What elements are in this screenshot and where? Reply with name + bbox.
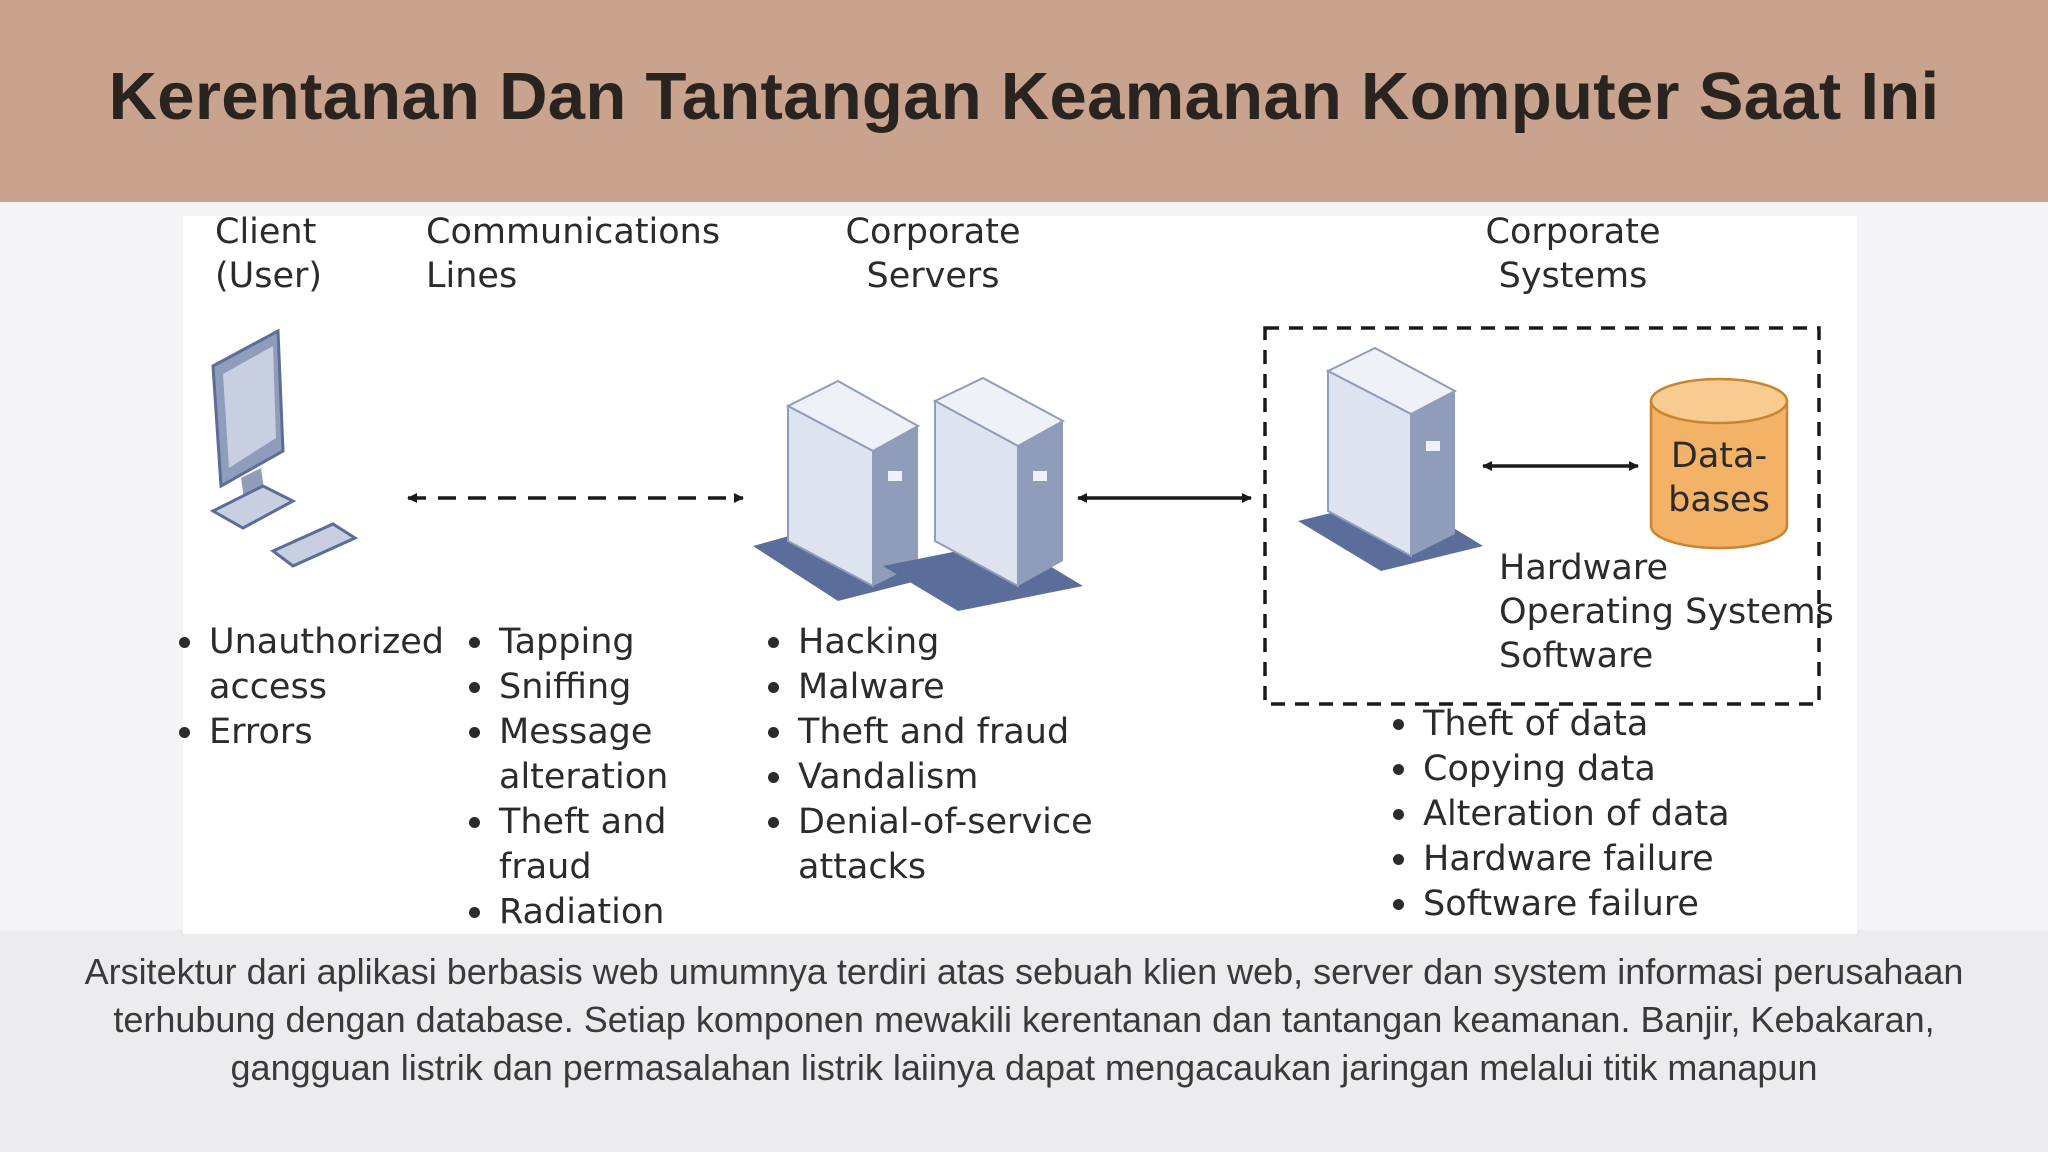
diagram-graphics bbox=[209, 326, 1821, 706]
list-item: Theft and fraud bbox=[768, 710, 1168, 755]
column-label-comm-sub: Lines bbox=[426, 256, 518, 296]
list-item: Vandalism bbox=[768, 755, 1168, 800]
architecture-diagram: Client (User) Communications Lines Corpo… bbox=[179, 212, 1857, 935]
list-item: Alteration of data bbox=[1393, 792, 1813, 837]
column-label-servers: Corporate bbox=[845, 212, 1021, 252]
column-label-servers-sub: Servers bbox=[866, 256, 1000, 296]
system-component: Software bbox=[1499, 636, 1654, 676]
database-label-sub: bases bbox=[1668, 480, 1770, 520]
slide-caption: Arsitektur dari aplikasi berbasis web um… bbox=[84, 951, 1964, 1088]
list-item: Denial-of-service attacks bbox=[768, 800, 1168, 890]
corporate-servers-icon bbox=[753, 376, 1083, 611]
client-computer-icon bbox=[209, 328, 359, 568]
database-label: Data- bbox=[1670, 436, 1768, 476]
column-label-comm: Communications bbox=[426, 212, 721, 252]
list-item: Unauthorized access bbox=[179, 620, 479, 710]
system-component: Hardware bbox=[1499, 548, 1668, 588]
comm-threats-list: Tapping Sniffing Message alteration Thef… bbox=[469, 620, 739, 935]
background-shape bbox=[0, 930, 2048, 1152]
column-label-client-sub: (User) bbox=[215, 256, 323, 296]
slide-header bbox=[0, 0, 2048, 202]
column-label-systems: Corporate bbox=[1485, 212, 1661, 252]
system-threats-list: Theft of data Copying data Alteration of… bbox=[1393, 702, 1813, 927]
list-item: Radiation bbox=[469, 890, 739, 935]
column-label-client: Client bbox=[215, 212, 317, 252]
list-item: Malware bbox=[768, 665, 1168, 710]
corporate-systems-box bbox=[1263, 326, 1821, 706]
database-icon bbox=[1649, 377, 1789, 550]
list-item: Theft of data bbox=[1393, 702, 1813, 747]
list-item: Message alteration bbox=[469, 710, 739, 800]
server-threats-list: Hacking Malware Theft and fraud Vandalis… bbox=[768, 620, 1168, 890]
list-item: Software failure bbox=[1393, 882, 1813, 927]
list-item: Errors bbox=[179, 710, 479, 755]
list-item: Hacking bbox=[768, 620, 1168, 665]
list-item: Tapping bbox=[469, 620, 739, 665]
slide-title: Kerentanan Dan Tantangan Keamanan Komput… bbox=[108, 59, 1940, 134]
list-item: Sniffing bbox=[469, 665, 739, 710]
system-server-icon bbox=[1298, 346, 1483, 571]
column-label-systems-sub: Systems bbox=[1498, 256, 1648, 296]
client-threats-list: Unauthorized access Errors bbox=[179, 620, 479, 755]
list-item: Copying data bbox=[1393, 747, 1813, 792]
list-item: Theft and fraud bbox=[469, 800, 739, 890]
list-item: Hardware failure bbox=[1393, 837, 1813, 882]
system-component: Operating Systems bbox=[1499, 592, 1834, 632]
